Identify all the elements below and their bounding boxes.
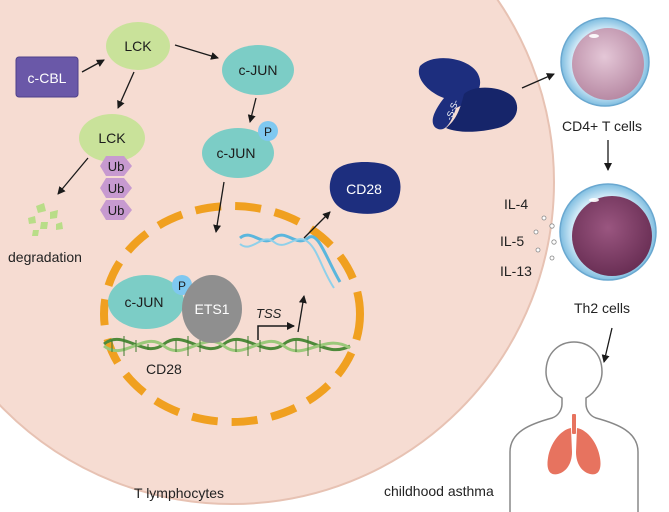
arrow-mrna-to-cd28 [303, 211, 331, 239]
th2-cell [559, 183, 657, 281]
arrow-pcjun-to-nucleus [213, 181, 225, 233]
phospho-mid-label: P [264, 125, 272, 139]
th2-cells-label: Th2 cells [574, 300, 630, 316]
degradation-fragments [28, 203, 63, 236]
mrna-strand [239, 233, 342, 289]
lck-bottom-node: LCK [79, 114, 145, 162]
phospho-nucleus-label: P [178, 279, 186, 293]
ub-label-3: Ub [108, 203, 125, 218]
cd28-protein: CD28 [329, 162, 401, 214]
arrow-cjun-to-pcjun [247, 97, 257, 123]
arrow-receptor-to-cd4 [521, 73, 555, 89]
arrow-lck-to-degradation [57, 157, 89, 195]
c-jun-phospho-node: c-JUN P [202, 121, 278, 178]
c-jun-top-label: c-JUN [239, 62, 278, 78]
il5-label: IL-5 [500, 233, 524, 249]
lck-top-label: LCK [124, 38, 152, 54]
cytokine-dots [533, 215, 557, 261]
cd28-protein-label: CD28 [346, 181, 382, 197]
arrow-tss-to-mrna [297, 295, 307, 333]
ub-label-2: Ub [108, 181, 125, 196]
cd28-dimer-receptor: -S-S- [418, 58, 518, 132]
c-jun-top-node: c-JUN [222, 45, 294, 95]
pathway-arrows [57, 44, 331, 333]
t-lymphocytes-label: T lymphocytes [134, 485, 224, 501]
c-cbl-label: c-CBL [28, 70, 67, 86]
c-cbl-node: c-CBL [15, 56, 79, 98]
arrow-th2-to-asthma [601, 327, 613, 363]
il13-label: IL-13 [500, 263, 532, 279]
degradation-label: degradation [8, 249, 82, 265]
cd4-t-cell [560, 17, 650, 107]
c-jun-mid-label: c-JUN [217, 145, 256, 161]
nucleus [100, 202, 364, 426]
cd4-t-cells-label: CD4+ T cells [562, 118, 642, 134]
tss-label: TSS [256, 306, 282, 321]
tss-marker: TSS [256, 306, 295, 340]
dna-helix [103, 336, 351, 356]
lck-top-node: LCK [106, 22, 170, 70]
lck-bottom-label: LCK [98, 130, 126, 146]
lungs-icon [547, 414, 601, 475]
arrow-lck-to-lck [117, 71, 135, 109]
arrow-lck-to-cjun [174, 44, 219, 60]
c-jun-nucleus-label: c-JUN [125, 294, 164, 310]
ubiquitin-chain: Ub Ub Ub [100, 156, 132, 220]
arrow-ccbl-to-lck [81, 59, 105, 73]
ub-label-1: Ub [108, 159, 125, 174]
childhood-asthma-label: childhood asthma [384, 483, 494, 499]
ets1-label: ETS1 [194, 301, 229, 317]
ets1-node: ETS1 [182, 275, 242, 343]
cd28-gene-label: CD28 [146, 361, 182, 377]
il4-label: IL-4 [504, 196, 528, 212]
c-jun-nucleus-node: c-JUN P [108, 275, 192, 329]
